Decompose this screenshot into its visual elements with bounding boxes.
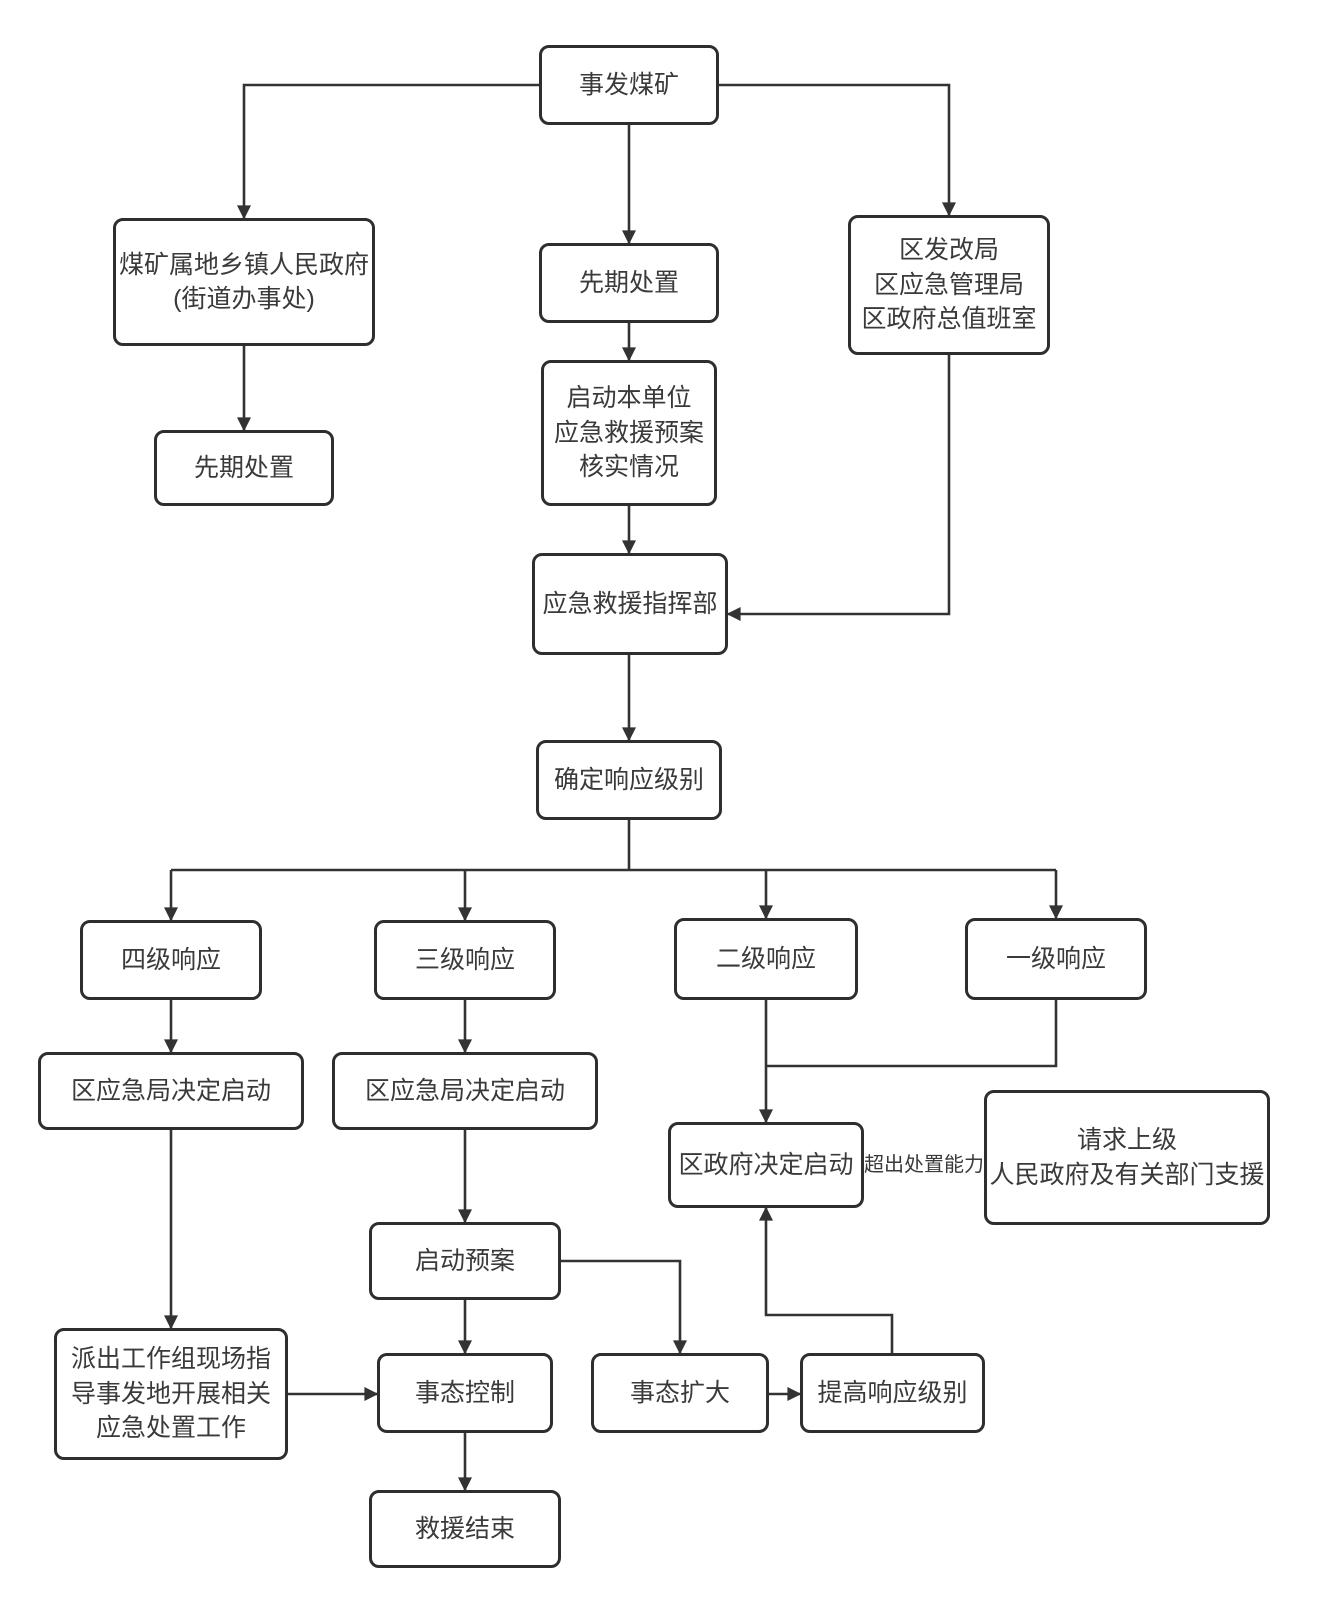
node-start-plan: 启动预案 — [369, 1222, 561, 1300]
node-initial-disposal-left: 先期处置 — [154, 430, 334, 506]
node-determine-level: 确定响应级别 — [536, 740, 722, 820]
edge-startplan-to-expand — [561, 1259, 687, 1355]
node-level-4-label-line-0: 四级响应 — [120, 945, 221, 974]
node-request-support-label-line-1: 人民政府及有关部门支援 — [989, 1160, 1265, 1189]
node-bureau-start-l4-label-line-0: 区应急局决定启动 — [70, 1076, 271, 1105]
node-situation-expand: 事态扩大 — [591, 1353, 769, 1433]
node-rescue-command-label-line-0: 应急救援指挥部 — [542, 589, 718, 618]
node-district-bureaus: 区发改局区应急管理局区政府总值班室 — [848, 215, 1050, 355]
node-rescue-end-label-line-0: 救援结束 — [414, 1514, 515, 1543]
node-situation-control-label-line-0: 事态控制 — [414, 1378, 515, 1407]
node-level-1: 一级响应 — [965, 918, 1147, 1000]
edge-incident-to-district — [719, 83, 956, 217]
node-incident-label-line-0: 事发煤矿 — [578, 70, 679, 99]
node-activate-unit-plan-label-line-1: 应急救援预案 — [553, 418, 704, 447]
node-activate-unit-plan-label-line-0: 启动本单位 — [566, 384, 692, 413]
node-dispatch-workgroup: 派出工作组现场指导事发地开展相关应急处置工作 — [54, 1328, 288, 1460]
node-township-gov-label-line-1: (街道办事处) — [173, 285, 315, 313]
node-dispatch-workgroup-label-line-2: 应急处置工作 — [95, 1414, 246, 1443]
node-district-bureaus-label-line-1: 区应急管理局 — [873, 270, 1024, 299]
node-raise-level-label-line-0: 提高响应级别 — [817, 1378, 968, 1407]
node-bureau-start-l3-label-line-0: 区应急局决定启动 — [364, 1076, 565, 1105]
node-district-bureaus-label-line-0: 区发改局 — [898, 236, 999, 265]
node-township-gov-label-line-0: 煤矿属地乡镇人民政府 — [118, 250, 369, 279]
node-rescue-command: 应急救援指挥部 — [532, 553, 728, 655]
node-gov-start: 区政府决定启动 — [668, 1122, 864, 1208]
node-activate-unit-plan: 启动本单位应急救援预案核实情况 — [541, 360, 717, 506]
node-level-3-label-line-0: 三级响应 — [414, 945, 515, 974]
edge-label-gov-to-request: 超出处置能力 — [864, 1150, 984, 1180]
node-bureau-start-l3: 区应急局决定启动 — [332, 1052, 598, 1130]
node-initial-disposal-mid: 先期处置 — [539, 243, 719, 323]
node-township-gov: 煤矿属地乡镇人民政府 (街道办事处) — [113, 218, 375, 346]
node-raise-level: 提高响应级别 — [800, 1353, 985, 1433]
edge-level1-merge — [766, 1000, 1058, 1068]
edge-incident-to-township — [237, 83, 539, 220]
edge-raise-to-gov — [759, 1206, 894, 1353]
node-request-support-label-line-0: 请求上级 — [1076, 1126, 1177, 1154]
node-rescue-end: 救援结束 — [369, 1490, 561, 1568]
node-level-3: 三级响应 — [374, 920, 556, 1000]
edge-district-to-command — [726, 355, 951, 621]
node-situation-expand-label-line-0: 事态扩大 — [629, 1378, 730, 1407]
node-level-2: 二级响应 — [674, 918, 858, 1000]
node-determine-level-label-line-0: 确定响应级别 — [553, 765, 704, 794]
node-district-bureaus-label-line-2: 区政府总值班室 — [861, 305, 1037, 334]
node-gov-start-label-line-0: 区政府决定启动 — [678, 1150, 854, 1179]
node-level-2-label-line-0: 二级响应 — [715, 944, 816, 973]
node-situation-control: 事态控制 — [377, 1353, 553, 1433]
node-level-1-label-line-0: 一级响应 — [1005, 944, 1106, 973]
node-initial-disposal-left-label-line-0: 先期处置 — [193, 453, 294, 482]
node-start-plan-label-line-0: 启动预案 — [414, 1246, 515, 1275]
node-bureau-start-l4: 区应急局决定启动 — [38, 1052, 304, 1130]
node-level-4: 四级响应 — [80, 920, 262, 1000]
node-activate-unit-plan-label-line-2: 核实情况 — [578, 453, 679, 482]
node-request-support: 请求上级人民政府及有关部门支援 — [984, 1090, 1270, 1225]
node-incident: 事发煤矿 — [539, 45, 719, 125]
node-initial-disposal-mid-label-line-0: 先期处置 — [578, 268, 679, 297]
node-dispatch-workgroup-label-line-0: 派出工作组现场指 — [70, 1345, 271, 1374]
node-dispatch-workgroup-label-line-1: 导事发地开展相关 — [70, 1379, 271, 1408]
